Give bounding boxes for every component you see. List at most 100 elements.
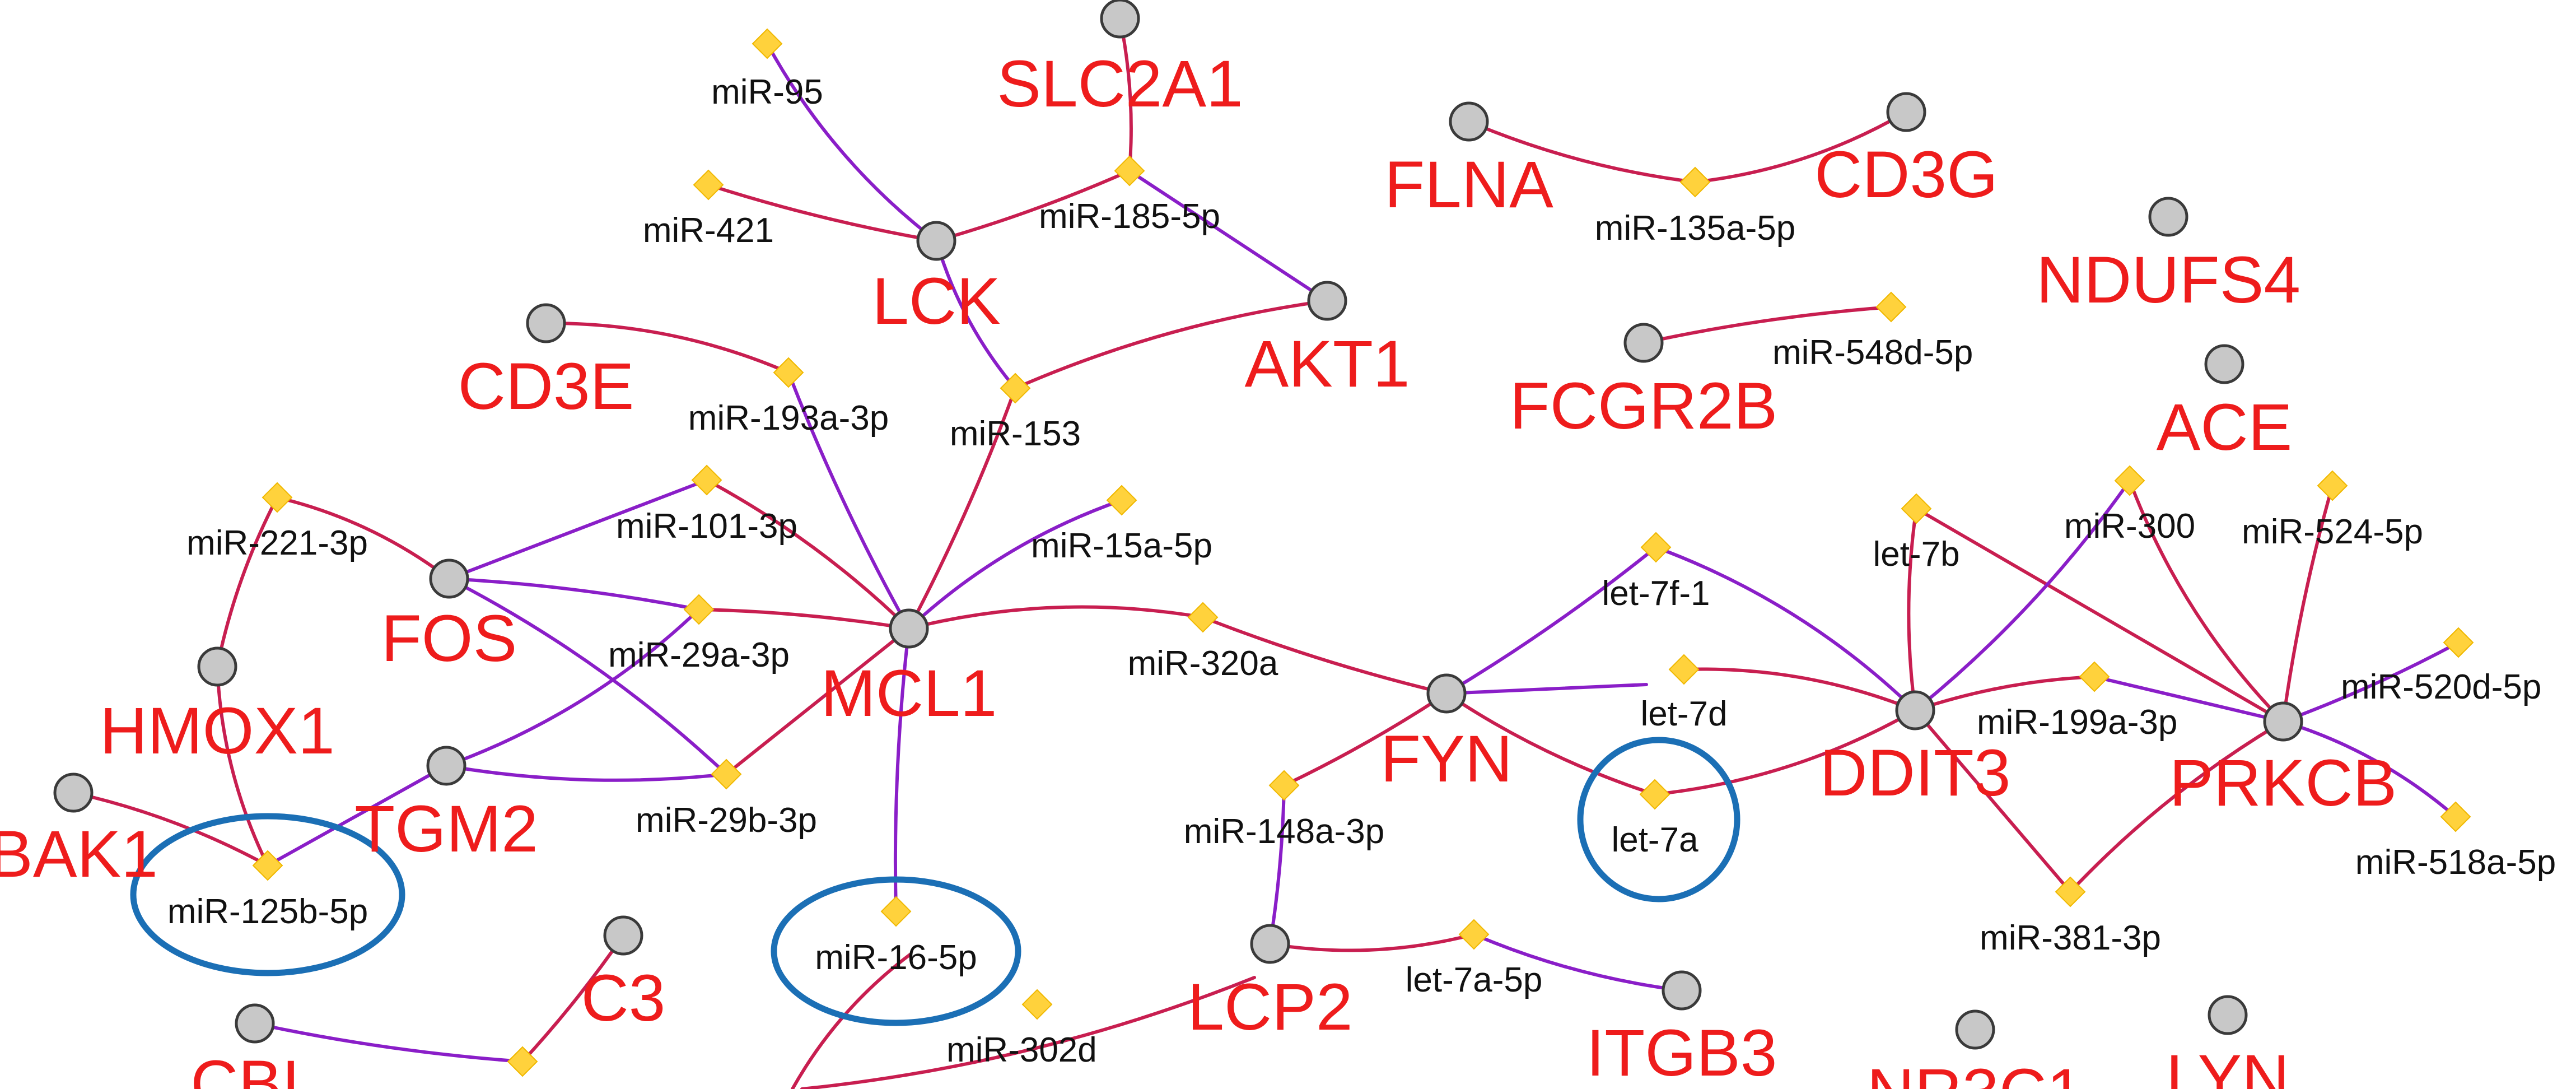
- mirna-node-mir-148a-3p: [1268, 770, 1300, 801]
- gene-node-fcgr2b: [1623, 323, 1664, 363]
- mirna-node-let-7d: [1668, 654, 1700, 685]
- edge-ddit3-mir-381-3p: [1914, 709, 2072, 893]
- edge-prkcb-mir-199a-3p: [2093, 675, 2285, 723]
- edge-tgm2-mir-125b-5p: [266, 764, 448, 867]
- gene-label-fos: FOS: [381, 602, 517, 676]
- mirna-node-mir-193a-3p: [773, 357, 804, 388]
- gene-label-tgm2: TGM2: [354, 792, 538, 866]
- edge-mcl1-mir-29a-3p: [697, 608, 911, 630]
- edge-mcl1-mir-320a: [907, 605, 1205, 630]
- edge-hmox1-mir-125b-5p: [216, 665, 269, 867]
- edge-fyn-mir-320a: [1201, 616, 1448, 695]
- edge-lck-mir-153: [935, 239, 1017, 390]
- mirna-label-mir-101-3p: miR-101-3p: [616, 507, 797, 546]
- edge-prkcb-mir-518a-5p: [2281, 720, 2457, 818]
- mirna-node-mir-199a-3p: [2079, 661, 2110, 692]
- mirna-node-mir-29a-3p: [683, 594, 715, 625]
- mirna-label-mir-29b-3p: miR-29b-3p: [636, 801, 817, 840]
- edge-mcl1-mir-193a-3p: [787, 371, 911, 630]
- gene-node-fyn: [1426, 673, 1467, 714]
- gene-label-prkcb: PRKCB: [2169, 746, 2397, 820]
- mirna-label-mir-125b-5p: miR-125b-5p: [167, 892, 368, 931]
- gene-node-c3: [603, 915, 643, 956]
- mirna-label-let-7f-1: let-7f-1: [1602, 574, 1710, 613]
- mirna-label-mir-185-5p: miR-185-5p: [1039, 197, 1220, 236]
- edge-prkcb-let-7b: [1915, 507, 2285, 723]
- gene-node-hmox1: [197, 646, 237, 687]
- edge-prkcb-mir-381-3p: [2069, 720, 2285, 893]
- edge-akt1-mir-185-5p: [1128, 169, 1329, 302]
- gene-node-bak1: [53, 772, 94, 813]
- mirna-label-let-7b: let-7b: [1873, 535, 1959, 574]
- edge-cd3g-mir-135a-5p: [1693, 110, 1908, 184]
- gene-node-lck: [916, 221, 956, 261]
- mirna-node-mir-153: [1000, 373, 1031, 404]
- edge-prkcb-mir-300: [2128, 479, 2285, 723]
- edge-ddit3-mir-300: [1914, 479, 2131, 712]
- gene-label-lyn: LYN: [2166, 1041, 2290, 1089]
- mirna-label-mir-548d-5p: miR-548d-5p: [1772, 333, 1973, 372]
- gene-label-cd3e: CD3E: [458, 350, 634, 424]
- mirna-label-mir-199a-3p: miR-199a-3p: [1977, 703, 2177, 742]
- mirna-label-mir-520d-5p: miR-520d-5p: [2341, 668, 2541, 706]
- mirna-node-mir-302d: [1021, 989, 1053, 1020]
- gene-label-slc2a1: SLC2A1: [997, 47, 1243, 121]
- mirna-label-mir-148a-3p: miR-148a-3p: [1184, 812, 1384, 851]
- edge-offscreen-2: [1445, 683, 1648, 695]
- edge-ddit3-let-7b: [1907, 507, 1918, 712]
- mirna-node-mir-518a-5p: [2440, 801, 2471, 832]
- gene-node-nr3c1: [1955, 1009, 1995, 1050]
- mirna-node-mir-381-3p: [2055, 876, 2086, 908]
- mirna-node-cbl-c3-mirna: [507, 1046, 538, 1077]
- edge-fyn-let-7a: [1445, 692, 1656, 796]
- gene-node-lyn: [2208, 995, 2248, 1035]
- edge-fcgr2b-mir-548d-5p: [1642, 305, 1893, 345]
- gene-node-ace: [2204, 344, 2244, 384]
- mirna-label-mir-135a-5p: miR-135a-5p: [1595, 209, 1795, 248]
- mirna-node-let-7b: [1901, 493, 1932, 524]
- edge-mcl1-mir-16-5p: [893, 627, 911, 913]
- gene-node-lcp2: [1250, 924, 1290, 964]
- edge-fos-mir-29b-3p: [447, 577, 728, 776]
- mirna-label-mir-320a: miR-320a: [1128, 644, 1278, 683]
- gene-node-cbl: [235, 1003, 275, 1044]
- gene-node-ddit3: [1895, 690, 1935, 730]
- gene-node-cd3g: [1886, 92, 1926, 132]
- mirna-label-mir-29a-3p: miR-29a-3p: [608, 636, 790, 674]
- gene-node-prkcb: [2263, 701, 2303, 742]
- mirna-node-mir-300: [2114, 465, 2145, 496]
- mirna-label-let-7d: let-7d: [1640, 695, 1727, 733]
- mirna-node-mir-320a: [1187, 602, 1219, 633]
- edge-lcp2-mir-148a-3p: [1268, 784, 1286, 946]
- gene-label-akt1: AKT1: [1244, 327, 1410, 401]
- mirna-label-mir-524-5p: miR-524-5p: [2242, 513, 2423, 551]
- edge-ddit3-let-7a: [1653, 709, 1917, 796]
- edge-ddit3-let-7f-1: [1654, 546, 1917, 712]
- gene-node-flna: [1449, 101, 1489, 142]
- edge-tgm2-mir-29a-3p: [445, 608, 701, 767]
- edge-ddit3-mir-199a-3p: [1914, 675, 2096, 712]
- gene-label-mcl1: MCL1: [821, 657, 997, 730]
- gene-node-itgb3: [1662, 970, 1702, 1011]
- mirna-label-mir-221-3p: miR-221-3p: [186, 524, 368, 562]
- mirna-node-mir-185-5p: [1114, 155, 1145, 187]
- edge-hmox1-mir-221-3p: [216, 496, 279, 668]
- gene-label-fyn: FYN: [1380, 722, 1513, 796]
- mirna-label-mir-302d: miR-302d: [946, 1031, 1097, 1069]
- edge-akt1-mir-153: [1014, 299, 1329, 390]
- gene-label-ace: ACE: [2157, 390, 2293, 464]
- mirna-node-mir-29b-3p: [711, 758, 742, 790]
- edge-offscreen-1: [800, 976, 1256, 1089]
- edge-lcp2-let-7a-5p: [1268, 933, 1476, 952]
- mirna-label-mir-95: miR-95: [711, 73, 823, 111]
- mirna-node-mir-15a-5p: [1106, 485, 1137, 516]
- edge-fos-mir-221-3p: [276, 496, 451, 580]
- edge-fyn-mir-148a-3p: [1282, 692, 1448, 787]
- gene-label-c3: C3: [581, 961, 666, 1035]
- gene-label-bak1: BAK1: [0, 817, 158, 891]
- highlight-layer: [130, 737, 1740, 1026]
- gene-label-fcgr2b: FCGR2B: [1510, 369, 1778, 443]
- gene-label-cd3g: CD3G: [1814, 138, 1998, 212]
- edge-fos-mir-101-3p: [447, 478, 708, 580]
- highlight-ellipse-mir-16-5p: [771, 876, 1021, 1026]
